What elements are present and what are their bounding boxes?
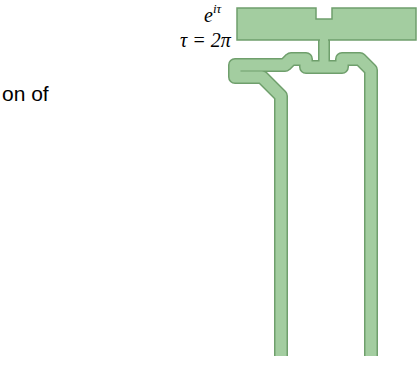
tau-value: τ = 2π (180, 30, 231, 50)
cut-text: on of (2, 83, 49, 104)
phase-base: eiτ (204, 5, 221, 25)
stem-join (320, 39, 328, 43)
right-arm (285, 59, 371, 356)
left-arm-fill (235, 59, 291, 356)
stem-fill (320, 36, 329, 67)
top-pad (237, 8, 416, 40)
left-arm (235, 59, 291, 356)
phase-exponent: iτ (213, 1, 221, 16)
right-arm-fill (285, 59, 371, 356)
